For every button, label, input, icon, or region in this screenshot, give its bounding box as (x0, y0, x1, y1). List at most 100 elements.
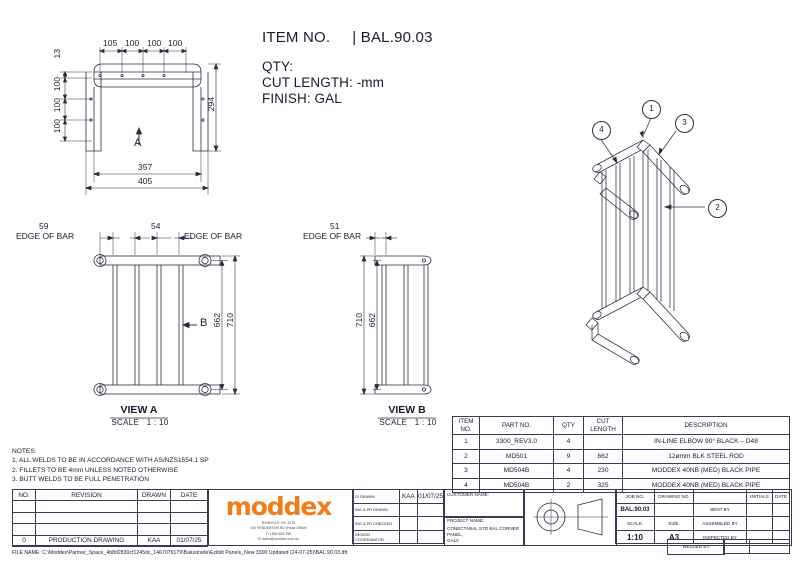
bom-cell-item: 2 (452, 448, 480, 464)
address-line-3: T\ 1800 663 339 (265, 531, 292, 536)
view-a-dim-inner: 662 (212, 313, 222, 328)
item-no-label: ITEM NO. (262, 29, 331, 46)
customer-name-label: CUSTOMER NAME: (447, 491, 490, 497)
balloon-3: 3 (675, 114, 694, 133)
bom-row: 1 3300_REV3.0 4 IN-LINE ELBOW 90° BLACK … (452, 434, 790, 450)
revision-row: 0 PRODUCTION DRAWING KAA 01/07/25 (12, 534, 208, 547)
approval-row: DESIGN COORDINATOR (352, 529, 444, 545)
view-a-scale-value: 1 : 10 (146, 418, 169, 427)
bom-cell-part: 3300_REV3.0 (479, 434, 554, 450)
section-arrow-a-label: A (134, 137, 142, 149)
view-b-title: VIEW B (388, 404, 426, 416)
plan-left-dim-4: 100 (52, 119, 62, 134)
revision-cell-date (170, 523, 208, 536)
item-no-row: ITEM NO. | BAL.90.03 (262, 30, 433, 46)
revision-row (12, 500, 208, 513)
item-no-value: BAL.90.03 (360, 29, 433, 46)
bom-cell-part: MD504B (479, 463, 554, 479)
revision-header-row: NO. REVISION DRAWN DATE (12, 489, 208, 501)
notes-title: NOTES: (12, 448, 37, 455)
notes-line-2: 2. FILLETS TO BE 4mm UNLESS NOTED OTHERW… (12, 466, 178, 474)
address-line-2: 100 HENDERSON RD (Head Office) (250, 526, 307, 531)
balloon-1: 1 (642, 100, 661, 119)
bom-cell-qty: 4 (553, 434, 584, 450)
view-b-edge-label: EDGE OF BAR (303, 231, 362, 241)
approval-date-design-coordinator (417, 529, 444, 545)
approvals-table: DI DRAWN KAA 01/07/25 ING & PD DRAWN ING… (352, 489, 444, 545)
plan-bottom-dim-inner: 357 (138, 162, 153, 172)
plan-right-dim: 294 (206, 97, 216, 112)
view-a-dim-left: 59 (39, 221, 49, 231)
bom-row: 3 MD504B 4 230 MODDEX 40NB (MED) BLACK P… (452, 463, 790, 479)
revision-cell-text: PRODUCTION DRAWING (35, 534, 138, 547)
plan-top-dim-3: 100 (147, 38, 162, 48)
moddex-logo: moddex ROWVILLE VIC 3178 100 HENDERSON R… (212, 494, 345, 542)
finish-line: FINISH: GAL (262, 91, 342, 106)
bom-cell-item: 3 (452, 463, 480, 479)
plan-left-dim-3: 100 (52, 98, 62, 113)
view-b-dim-top: 51 (330, 221, 340, 231)
view-a-dim-outer: 710 (225, 313, 235, 328)
balloon-2: 2 (708, 199, 727, 218)
bom-header-cut-l1: CUT (596, 418, 610, 426)
plan-top-dim-2: 100 (125, 38, 140, 48)
view-b-scale: SCALE 1 : 10 (372, 418, 444, 427)
address-line-1: ROWVILLE VIC 3178 (261, 521, 296, 525)
bom-cell-desc: MODDEX 40NB (MED) BLACK PIPE (622, 463, 790, 479)
revision-row (12, 511, 208, 524)
qty-line: QTY: (262, 59, 294, 74)
title-block-outer-frame (12, 489, 792, 546)
approval-row: ING & PD CHECKED (352, 516, 444, 531)
title-block-row (723, 539, 790, 554)
view-b-dim-inner: 662 (367, 313, 377, 328)
plan-left-dim-2: 100 (52, 77, 62, 92)
bom-cell-part: MD501 (479, 448, 554, 464)
item-no-separator: | (352, 29, 357, 46)
bom-header-item-no-l2: NO. (460, 425, 472, 433)
revision-header-date: DATE (170, 489, 208, 501)
address-line-4: E\ sales@moddex.com.au (258, 536, 299, 541)
bom-header-description: DESCRIPTION (622, 416, 790, 435)
welded-by-row-table (723, 539, 790, 554)
revision-cell-date (170, 511, 208, 524)
cut-length-line: CUT LENGTH: -mm (262, 75, 384, 90)
plan-top-dim-1: 105 (103, 38, 118, 48)
balloon-4: 4 (592, 121, 611, 140)
plan-bottom-dim-outer: 405 (138, 176, 153, 186)
revision-header-drawn: DRAWN (137, 489, 171, 501)
title-block-row: BAL.90.03 BENT BY (615, 502, 790, 518)
bom-header-item-no-l1: ITEM (458, 418, 474, 426)
bom-header-qty: QTY (553, 416, 584, 435)
approval-initials-design-coordinator (398, 529, 419, 545)
revision-row (12, 523, 208, 536)
revision-table: NO. REVISION DRAWN DATE 0 PRODUCTION DRA… (12, 489, 208, 547)
view-a-edge-label-right: EDGE OF BAR (184, 231, 243, 241)
bom-cell-qty: 4 (553, 463, 584, 479)
bom-cell-item: 1 (452, 434, 480, 450)
section-arrow-b-label: B (200, 317, 208, 329)
bom-header-cut-l2: LENGTH (590, 425, 616, 433)
process-label-welded-by: WELDED BY (667, 539, 725, 555)
project-name-label: PROJECT NAME: (447, 518, 485, 523)
file-name-label: FILE NAME: C:\Moddex\Partner_Space_4b8d2… (12, 549, 348, 556)
view-a-title: VIEW A (120, 404, 158, 416)
notes-line-3: 3. BUTT WELDS TO BE FULL PENETRATION (12, 476, 150, 484)
bom-cell-cut: 230 (583, 463, 623, 479)
bom-cell-cut (583, 434, 623, 450)
view-a-scale: SCALE 1 : 10 (104, 418, 176, 427)
bom-header-part-no: PART NO. (479, 416, 554, 435)
view-b-scale-label: SCALE (379, 418, 408, 427)
process-date-welded-by (749, 539, 790, 554)
bom-cell-desc: IN-LINE ELBOW 90° BLACK – D48 (622, 434, 790, 450)
bom-row: 2 MD501 9 662 12ømm BLK STEEL ROD (452, 448, 790, 464)
approval-label-design-coordinator: DESIGN COORDINATOR (352, 529, 400, 545)
title-block-right: JOB NO. DRAWING NO. INITIALS DATE BAL.90… (615, 489, 790, 545)
project-name-value: CONECTABAL STD BAL CORNER PANEL, GALV (447, 526, 520, 543)
view-b-scale-value: 1 : 10 (414, 418, 437, 427)
logo-address: ROWVILLE VIC 3178 100 HENDERSON RD (Head… (212, 521, 345, 542)
size-value: A3 (654, 529, 694, 545)
